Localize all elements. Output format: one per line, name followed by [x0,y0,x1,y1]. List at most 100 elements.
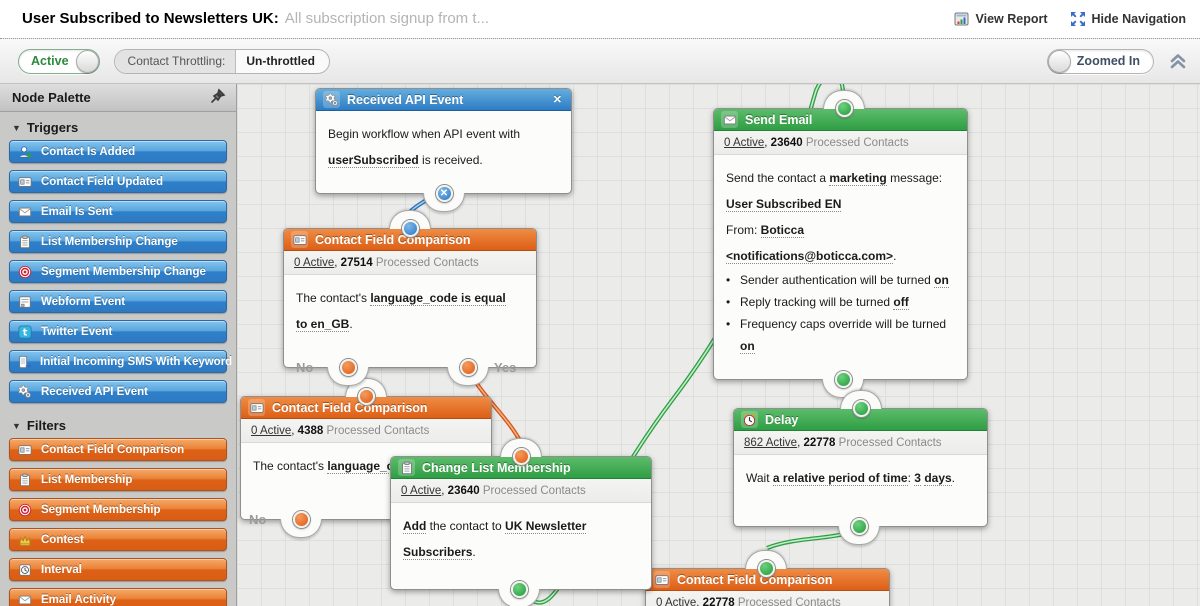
twitter-icon: t [17,324,32,339]
processed-count: 23640 [770,137,803,149]
close-node-button[interactable]: ✕ [552,94,562,106]
active-count-link[interactable]: 0 Active [294,257,335,269]
active-count-link[interactable]: 0 Active [656,597,697,606]
toggle-knob[interactable] [75,49,99,73]
palette-item-contact-field-updated[interactable]: Contact Field Updated [9,170,227,193]
palette-item-label: Contest [41,533,84,546]
toggle-knob[interactable] [1047,49,1071,73]
body-line: Send the contact a marketing message: [726,165,955,191]
active-toggle[interactable]: Active [18,48,100,74]
input-port[interactable] [757,560,775,577]
body-text: Send the contact a [726,171,830,185]
input-port[interactable] [512,448,530,465]
palette-item-email-is-sent[interactable]: Email Is Sent [9,200,227,223]
port-label-no: No [249,512,267,527]
target-icon [17,264,32,279]
view-report-button[interactable]: View Report [954,12,1048,27]
node-title-bar[interactable]: Send Email [714,109,967,131]
active-count-link[interactable]: 0 Active [401,485,442,497]
palette-item-webform-event[interactable]: Webform Event [9,290,227,313]
pin-icon[interactable] [210,88,226,107]
input-port[interactable] [357,388,375,405]
palette-item-list-membership-change[interactable]: List Membership Change [9,230,227,253]
palette-item-interval[interactable]: Interval [9,558,227,581]
node-title-bar[interactable]: Change List Membership [391,457,651,479]
processed-label: Processed Contacts [372,257,479,269]
section-label: Triggers [26,120,79,135]
processed-label: Processed Contacts [835,437,942,449]
processed-count: 27514 [340,257,373,269]
bullet-line: •Reply tracking will be turned off [726,291,955,313]
page-subtitle: All subscription signup from t... [284,10,490,27]
section-triggers[interactable]: ▼ Triggers [0,112,236,140]
output-port[interactable] [850,518,868,535]
node-title-bar[interactable]: Contact Field Comparison [646,569,889,591]
output-port-yes[interactable] [459,359,477,376]
input-port[interactable] [852,400,870,417]
active-count-link[interactable]: 0 Active [251,425,292,437]
palette-item-label: Segment Membership [41,503,161,516]
input-port[interactable] [835,100,853,117]
triangle-down-icon: ▼ [12,122,21,133]
hide-navigation-button[interactable]: Hide Navigation [1070,11,1186,27]
palette-item-label: Twitter Event [41,325,113,338]
throttling-label: Contact Throttling: [114,49,237,73]
zoom-toggle[interactable]: Zoomed In [1046,48,1154,74]
active-count-link[interactable]: 0 Active [724,137,765,149]
palette-item-twitter-event[interactable]: t Twitter Event [9,320,227,343]
section-filters[interactable]: ▼Filters [0,410,236,438]
bullet-icon: • [726,295,731,309]
contact-throttling-control[interactable]: Contact Throttling: Un-throttled [113,48,331,74]
palette-item-segment-membership[interactable]: Segment Membership [9,498,227,521]
node-title-bar[interactable]: Contact Field Comparison [284,229,536,251]
output-port-no[interactable] [292,511,310,528]
body-line: Add the contact to UK Newsletter [403,513,639,539]
contact-card-icon [17,174,32,189]
collapse-toolbar-button[interactable] [1168,52,1188,70]
palette-item-segment-membership-change[interactable]: Segment Membership Change [9,260,227,283]
report-icon [954,12,970,27]
editable-token: 3 [914,471,921,486]
body-text: Wait [746,471,773,485]
bullet-icon: • [726,317,731,331]
gears-icon [17,384,32,399]
stats-separator: , [696,597,703,606]
output-port[interactable] [510,581,528,598]
interval-icon [17,562,32,577]
palette-item-contest[interactable]: Contest [9,528,227,551]
palette-item-list-membership[interactable]: List Membership [9,468,227,491]
node-title-bar[interactable]: Received API Event✕ [316,89,571,111]
palette-item-contact-field-comparison[interactable]: Contact Field Comparison [9,438,227,461]
input-port[interactable] [401,220,419,237]
palette-item-contact-is-added[interactable]: Contact Is Added [9,140,227,163]
editable-token: on [740,339,755,354]
palette-item-initial-incoming-sms-with-keyword[interactable]: Initial Incoming SMS With Keyword [9,350,232,373]
output-port[interactable] [834,371,852,388]
output-port-no[interactable] [339,359,357,376]
body-line: Begin workflow when API event with [328,121,559,147]
workflow-node-received-api-event-api[interactable]: Received API Event✕Begin workflow when A… [315,88,572,212]
palette-item-received-api-event[interactable]: Received API Event [9,380,227,403]
workflow-header: User Subscribed to Newsletters UK:All su… [0,0,1200,38]
editable-token: <notifications@boticca.com> [726,249,894,264]
node-title-bar[interactable]: Delay [734,409,987,431]
person-add-icon [17,144,32,159]
node-title: Contact Field Comparison [272,400,428,415]
active-count-link[interactable]: 862 Active [744,437,798,449]
node-title-bar[interactable]: Contact Field Comparison [241,397,491,419]
output-port[interactable]: ✕ [435,185,453,202]
node-stats: 0 Active, 22778 Processed Contacts [646,591,889,606]
palette-item-email-activity[interactable]: Email Activity [9,588,227,606]
stats-separator: , [441,485,448,497]
body-line: to en_GB. [296,311,524,337]
clipboard-icon [17,472,32,487]
